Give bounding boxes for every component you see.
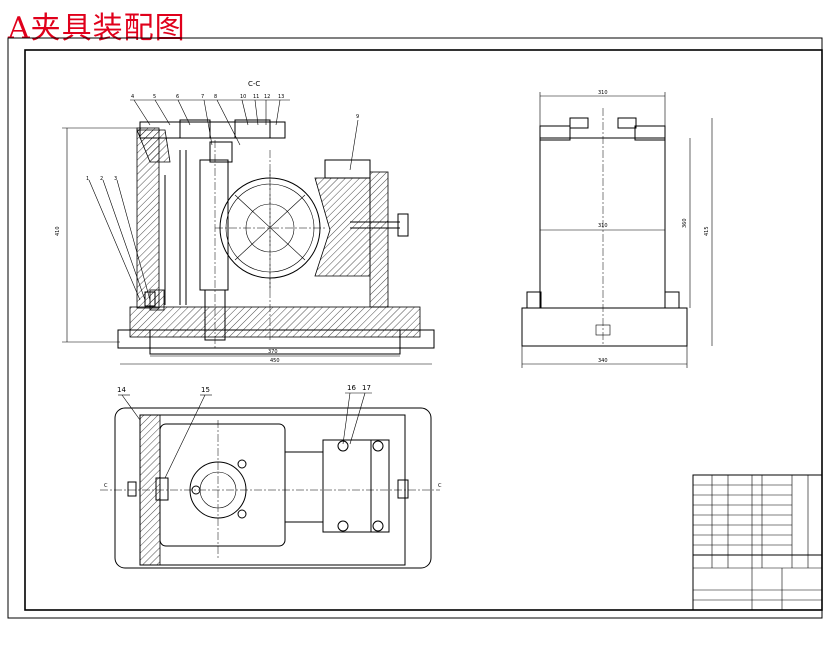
callout-15: 15 xyxy=(201,386,210,394)
dim-height: 410 xyxy=(55,226,61,236)
callout-5: 5 xyxy=(153,94,156,100)
callout-17: 17 xyxy=(362,384,371,392)
side-dim-height-outer: 415 xyxy=(704,226,710,236)
top-view xyxy=(100,392,440,569)
callout-12: 12 xyxy=(264,94,270,100)
callout-2: 2 xyxy=(100,176,103,182)
callout-3: 3 xyxy=(114,176,117,182)
front-view xyxy=(62,99,435,365)
callout-1: 1 xyxy=(86,176,89,182)
callout-10: 10 xyxy=(240,94,246,100)
callout-9: 9 xyxy=(356,114,359,120)
side-view xyxy=(521,92,713,368)
callout-16: 16 xyxy=(347,384,356,392)
front-callouts: 4 5 6 7 8 10 11 12 13 9 1 2 3 xyxy=(86,94,359,182)
callout-8: 8 xyxy=(214,94,217,100)
callout-7: 7 xyxy=(201,94,204,100)
section-label: C-C xyxy=(248,80,260,88)
callout-4: 4 xyxy=(131,94,134,100)
inner-frame xyxy=(24,49,823,611)
callout-14: 14 xyxy=(117,386,126,394)
side-dim-mid: 310 xyxy=(598,223,608,229)
side-dim-height-inner: 360 xyxy=(682,218,688,228)
callout-13: 13 xyxy=(278,94,284,100)
callout-6: 6 xyxy=(176,94,179,100)
section-mark-right: C xyxy=(438,483,442,489)
dim-width-outer: 450 xyxy=(270,358,280,364)
section-mark-left: C xyxy=(104,483,108,489)
title-block xyxy=(692,474,823,611)
dim-width-inner: 370 xyxy=(268,349,278,355)
callout-11: 11 xyxy=(253,94,259,100)
side-dim-bottom: 340 xyxy=(598,358,608,364)
side-dim-top: 310 xyxy=(598,90,608,96)
